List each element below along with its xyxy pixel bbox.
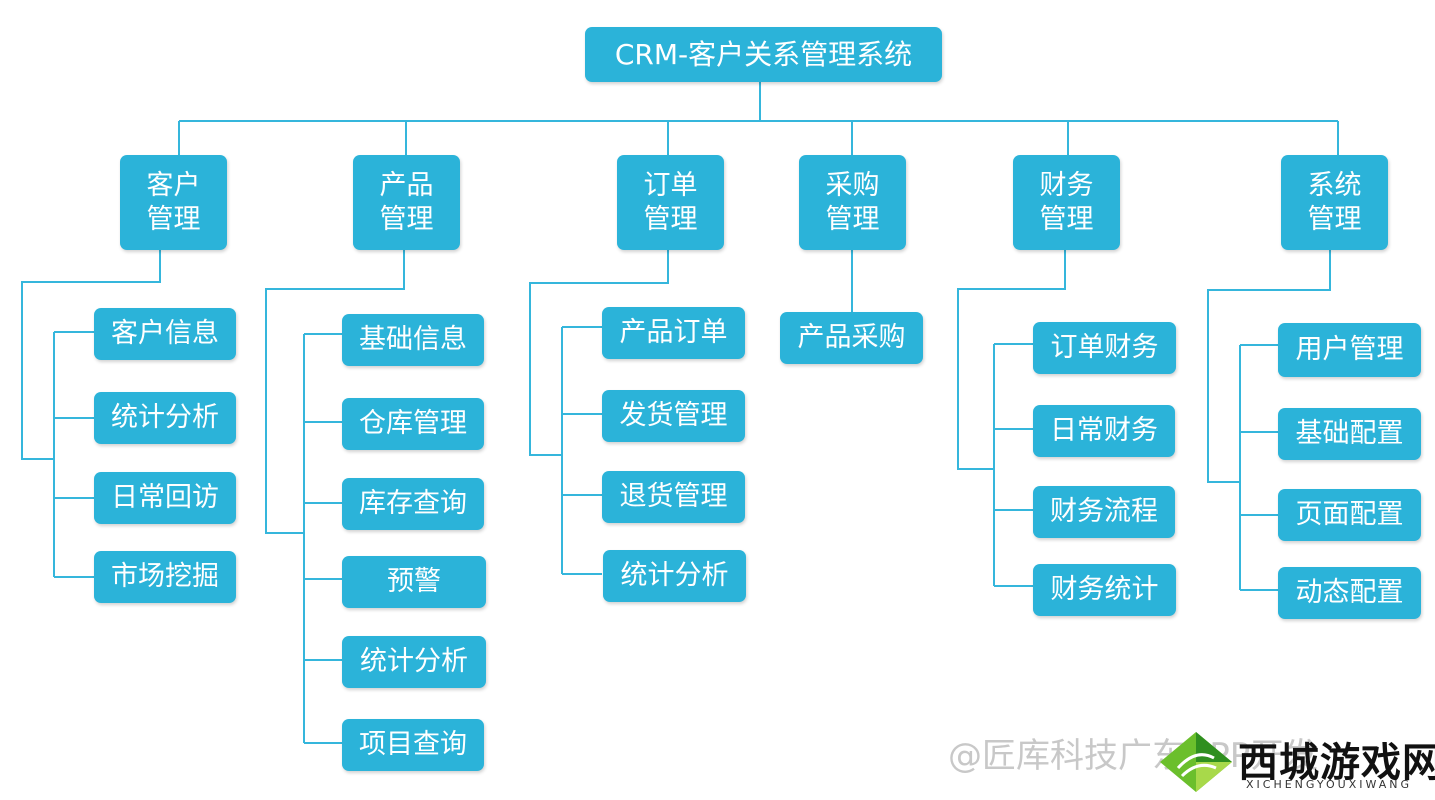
category-label: 客户: [146, 169, 201, 201]
item-node: 用户管理: [1278, 323, 1421, 377]
item-label: 发货管理: [619, 399, 728, 431]
category-label: 管理: [379, 203, 434, 235]
category-label: 财务: [1039, 169, 1094, 201]
item-label: 退货管理: [619, 480, 728, 512]
item-node: 市场挖掘: [94, 551, 236, 603]
item-label: 日常回访: [111, 481, 219, 513]
item-label: 动态配置: [1295, 576, 1404, 608]
category-label: 管理: [1039, 203, 1094, 235]
item-label: 基础信息: [359, 323, 467, 355]
category-label: 采购: [825, 169, 880, 201]
item-node: 项目查询: [342, 719, 484, 771]
item-label: 日常财务: [1050, 414, 1158, 446]
category-customer: 客户管理: [120, 155, 227, 250]
category-label: 订单: [643, 169, 698, 201]
item-node: 统计分析: [94, 392, 236, 444]
item-label: 产品订单: [619, 316, 728, 348]
category-product: 产品管理: [353, 155, 460, 250]
category-system: 系统管理: [1281, 155, 1388, 250]
item-label: 财务统计: [1050, 573, 1159, 605]
item-node: 页面配置: [1278, 489, 1421, 541]
item-node: 库存查询: [342, 478, 484, 530]
watermark-logo: 西城游戏网 XICHENGYOUXIWANG: [1156, 728, 1435, 796]
item-label: 用户管理: [1295, 333, 1404, 365]
leaf-logo-icon: [1160, 732, 1232, 792]
item-label: 客户信息: [111, 317, 219, 349]
item-node: 财务流程: [1033, 486, 1175, 538]
root-node: CRM-客户关系管理系统: [585, 27, 942, 82]
logo-title: 西城游戏网: [1238, 740, 1435, 786]
item-label: 库存查询: [359, 487, 467, 519]
item-node: 基础信息: [342, 314, 484, 366]
category-order: 订单管理: [617, 155, 724, 250]
item-label: 财务流程: [1050, 495, 1158, 527]
item-label: 基础配置: [1295, 417, 1404, 449]
item-node: 退货管理: [602, 471, 745, 523]
category-finance: 财务管理: [1013, 155, 1120, 250]
item-label: 市场挖掘: [111, 560, 219, 592]
item-node: 财务统计: [1033, 564, 1176, 616]
watermark-text: @匠库科技广东APP开发: [948, 736, 1319, 776]
item-label: 仓库管理: [359, 407, 467, 439]
item-label: 预警: [387, 565, 441, 597]
item-node: 仓库管理: [342, 398, 484, 450]
category-label: 管理: [146, 203, 201, 235]
item-label: 产品采购: [797, 321, 906, 353]
category-label: 管理: [643, 203, 698, 235]
category-label: 系统: [1307, 169, 1362, 201]
category-label: 管理: [1307, 203, 1362, 235]
item-node: 产品订单: [602, 307, 745, 359]
logo-subtitle: XICHENGYOUXIWANG: [1246, 778, 1413, 791]
item-node: 动态配置: [1278, 567, 1421, 619]
item-label: 统计分析: [360, 645, 468, 677]
item-node: 预警: [342, 556, 486, 608]
item-label: 统计分析: [111, 401, 219, 433]
category-label: 产品: [379, 169, 434, 201]
item-node: 基础配置: [1278, 408, 1421, 460]
root-label: CRM-客户关系管理系统: [614, 37, 913, 71]
item-node: 日常财务: [1033, 405, 1175, 457]
item-node: 订单财务: [1033, 322, 1176, 374]
item-label: 项目查询: [359, 728, 467, 760]
item-node: 统计分析: [342, 636, 486, 688]
category-label: 管理: [825, 203, 880, 235]
item-node: 统计分析: [603, 550, 746, 602]
item-node: 客户信息: [94, 308, 236, 360]
item-label: 统计分析: [620, 559, 729, 591]
category-purchase: 采购管理: [799, 155, 906, 250]
item-node: 日常回访: [94, 472, 236, 524]
item-node: 产品采购: [780, 312, 923, 364]
item-node: 发货管理: [602, 390, 745, 442]
item-label: 订单财务: [1050, 331, 1159, 363]
item-label: 页面配置: [1295, 498, 1404, 530]
